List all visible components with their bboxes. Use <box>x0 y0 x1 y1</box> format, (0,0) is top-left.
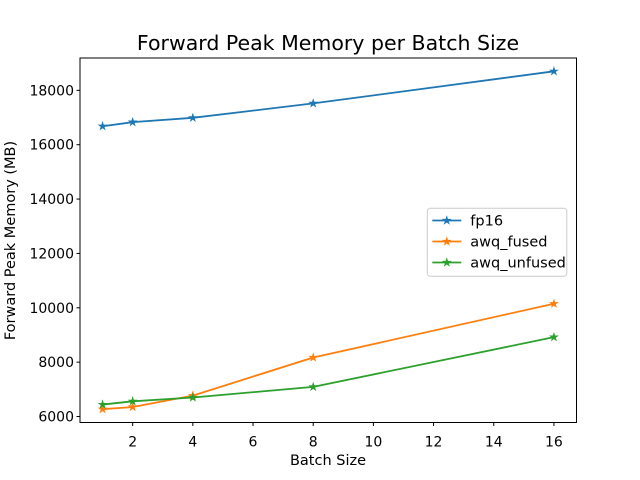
x-tick-label: 2 <box>128 435 137 451</box>
series-awq_unfused <box>97 331 559 409</box>
data-point-marker-fp16 <box>187 112 198 123</box>
y-tick-label: 10000 <box>29 301 74 317</box>
chart-title: Forward Peak Memory per Batch Size <box>137 31 519 55</box>
data-point-marker-fp16 <box>97 121 108 131</box>
legend-label: awq_unfused <box>470 256 566 272</box>
y-tick-label: 18000 <box>29 83 74 99</box>
x-tick-label: 8 <box>309 435 318 451</box>
data-point-marker-fp16 <box>308 98 319 108</box>
plot-area: 6000 8000 10000 12000 14000 16000 18000 2 4 6 8 10 1… <box>29 57 577 451</box>
y-tick-label: 12000 <box>29 246 74 262</box>
legend-marker-star <box>441 236 452 246</box>
x-axis-label: Batch Size <box>290 453 366 469</box>
data-point-marker-awq_unfused <box>308 381 319 392</box>
series-line-awq_fused <box>101 302 555 411</box>
series-line-awq_unfused <box>101 336 555 406</box>
y-axis-label: Forward Peak Memory (MB) <box>3 141 19 340</box>
data-point-marker-awq_fused <box>97 403 108 414</box>
data-point-marker-awq_unfused <box>97 399 108 409</box>
y-tick-label: 16000 <box>29 138 74 154</box>
data-point-marker-awq_unfused <box>548 331 559 342</box>
legend-entry-awq_fused: awq_fused <box>432 235 547 251</box>
series-awq_fused <box>97 298 559 414</box>
y-tick-label: 6000 <box>38 410 74 426</box>
data-point-marker-fp16 <box>548 66 559 76</box>
legend-entry-fp16: fp16 <box>432 214 503 230</box>
series-fp16 <box>97 66 559 131</box>
data-point-marker-fp16 <box>127 116 138 127</box>
x-tick-label: 4 <box>188 435 197 451</box>
legend-entry-awq_unfused: awq_unfused <box>432 256 566 272</box>
legend-label: fp16 <box>470 214 503 230</box>
data-point-marker-awq_fused <box>308 352 319 362</box>
data-point-marker-awq_fused <box>548 298 559 308</box>
legend-box <box>426 207 568 277</box>
data-point-marker-awq_unfused <box>187 392 198 402</box>
x-tick-label: 10 <box>364 435 382 451</box>
legend-label: awq_fused <box>470 235 547 251</box>
x-tick-label: 14 <box>485 435 503 451</box>
legend: fp16 awq_fused awq_unfused <box>426 207 568 277</box>
legend-marker-star <box>441 257 452 267</box>
data-point-marker-awq_unfused <box>127 396 138 406</box>
axes-spines <box>79 57 577 423</box>
legend-marker-star <box>441 215 452 225</box>
series-line-fp16 <box>101 70 555 128</box>
data-point-marker-awq_fused <box>127 401 138 412</box>
y-tick-label: 8000 <box>38 355 74 371</box>
x-tick-label: 6 <box>249 435 258 451</box>
y-tick-label: 14000 <box>29 192 74 208</box>
x-tick-label: 16 <box>545 435 563 451</box>
x-tick-label: 12 <box>425 435 443 451</box>
